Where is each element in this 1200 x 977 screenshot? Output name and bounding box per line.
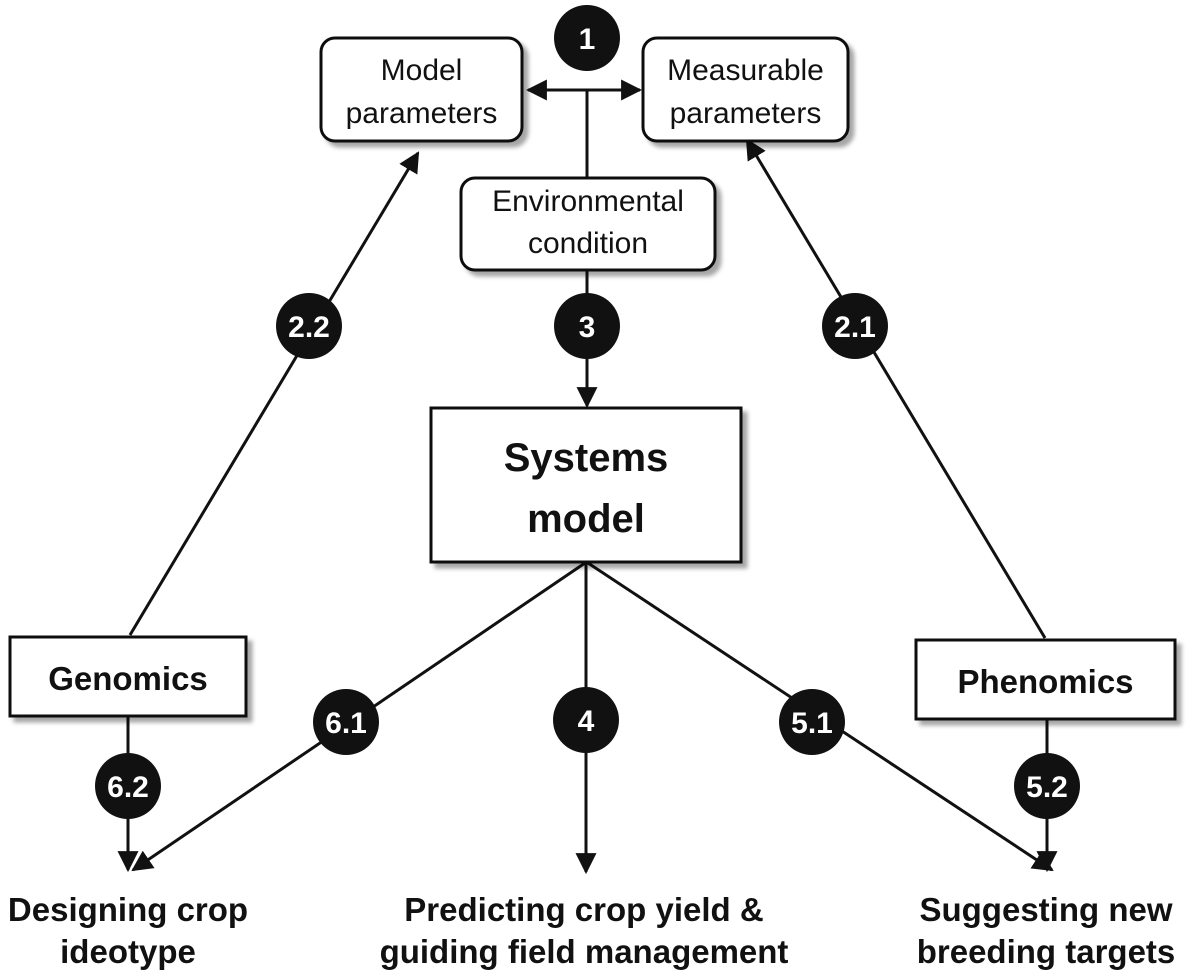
systems-model-label-line1: Systems	[504, 436, 669, 480]
output-crop-ideotype: Designing crop ideotype	[8, 891, 248, 970]
step-badge-5-1-label: 5.1	[791, 707, 833, 740]
step-badge-2-1: 2.1	[822, 293, 888, 359]
arrow-phenomics-to-measurable-parameters	[745, 138, 1047, 639]
phenomics-box: Phenomics	[914, 638, 1177, 721]
systems-model-label-line2: model	[527, 497, 645, 541]
model-parameters-label-line1: Model	[381, 54, 463, 87]
environmental-condition-label-line1: Environmental	[492, 185, 684, 218]
step-badge-1-label: 1	[579, 23, 596, 56]
output-crop-yield-line2: guiding field management	[380, 933, 789, 970]
output-crop-yield: Predicting crop yield & guiding field ma…	[380, 891, 789, 970]
step-badge-6-2-label: 6.2	[107, 771, 149, 804]
measurable-parameters-label-line2: parameters	[670, 97, 822, 130]
step-badge-3-label: 3	[579, 311, 596, 344]
phenomics-label: Phenomics	[957, 663, 1133, 700]
genomics-box: Genomics	[8, 635, 248, 718]
step-badge-3: 3	[554, 293, 620, 359]
step-badge-1: 1	[554, 5, 620, 71]
model-parameters-box: Model parameters	[319, 36, 524, 143]
step-badge-2-2: 2.2	[276, 293, 342, 359]
step-badge-4-label: 4	[578, 705, 595, 738]
output-breeding-targets-line1: Suggesting new	[919, 891, 1172, 928]
step-badge-6-2: 6.2	[95, 753, 161, 819]
step-badge-2-2-label: 2.2	[288, 311, 330, 344]
model-parameters-label-line2: parameters	[346, 97, 498, 130]
genomics-label: Genomics	[48, 660, 208, 697]
output-breeding-targets-line2: breeding targets	[917, 933, 1176, 970]
output-breeding-targets: Suggesting new breeding targets	[917, 891, 1176, 970]
step-badge-6-1: 6.1	[313, 689, 379, 755]
step-badge-2-1-label: 2.1	[834, 311, 876, 344]
output-crop-ideotype-line2: ideotype	[60, 933, 196, 970]
step-badge-6-1-label: 6.1	[325, 707, 367, 740]
environmental-condition-box: Environmental condition	[459, 176, 717, 272]
systems-model-box: Systems model	[429, 406, 743, 564]
step-badge-5-2-label: 5.2	[1026, 771, 1068, 804]
arrow-genomics-to-model-parameters	[128, 151, 420, 636]
output-crop-ideotype-line1: Designing crop	[8, 891, 248, 928]
step-badge-4: 4	[553, 687, 619, 753]
environmental-condition-label-line2: condition	[528, 227, 648, 260]
step-badge-5-1: 5.1	[779, 689, 845, 755]
step-badge-5-2: 5.2	[1014, 753, 1080, 819]
measurable-parameters-label-line1: Measurable	[667, 54, 824, 87]
measurable-parameters-box: Measurable parameters	[641, 36, 850, 143]
output-crop-yield-line1: Predicting crop yield &	[404, 891, 763, 928]
